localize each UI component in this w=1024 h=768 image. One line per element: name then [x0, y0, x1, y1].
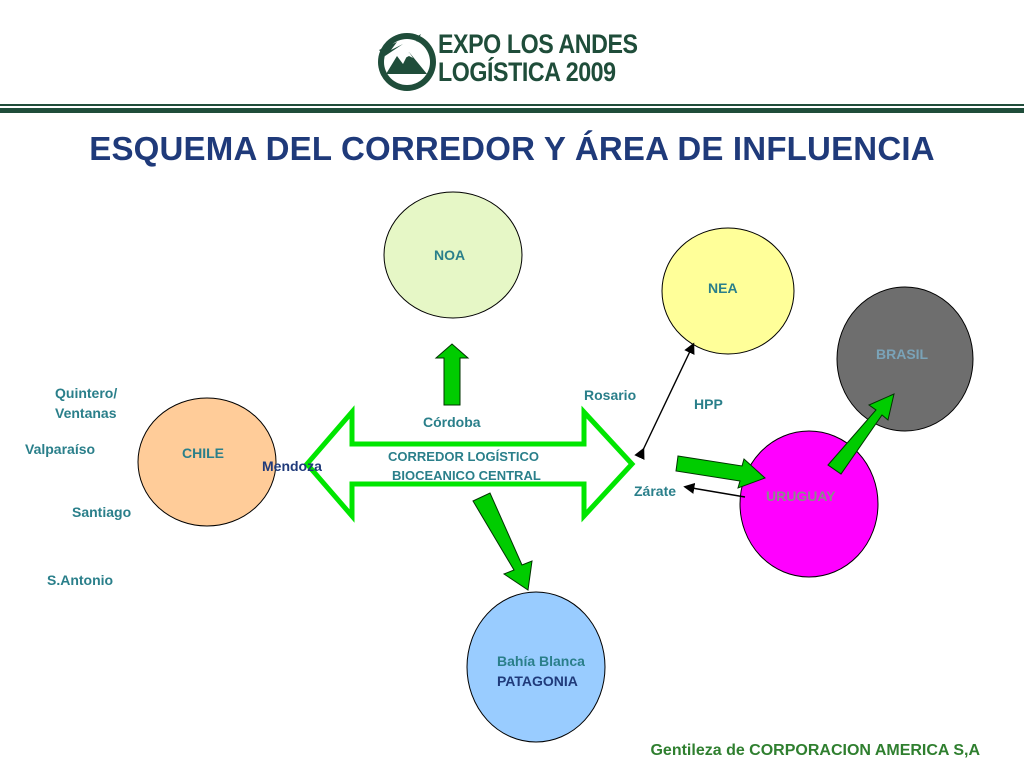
brasil-label: BRASIL: [876, 346, 929, 362]
chile-label: CHILE: [182, 445, 224, 461]
valparaiso-label: Valparaíso: [25, 441, 95, 457]
logo-line-1: EXPO LOS ANDES: [438, 29, 638, 59]
uruguay-circle: [739, 430, 879, 578]
brasil-circle: [836, 286, 974, 432]
chile-circle: [137, 397, 277, 527]
santiago-label: Santiago: [72, 504, 131, 520]
zarate-connector: [683, 482, 746, 498]
corridor-label-line2: BIOCEANICO CENTRAL: [392, 468, 541, 483]
nea-label: NEA: [708, 280, 738, 296]
s-antonio-label: S.Antonio: [47, 572, 113, 588]
rosario-label: Rosario: [584, 387, 636, 403]
noa-label: NOA: [434, 247, 465, 263]
cordoba-label: Córdoba: [423, 414, 481, 430]
logo-line-2: LOGÍSTICA 2009: [438, 57, 616, 87]
arrow-to-patagonia: [472, 492, 533, 591]
mendoza-label: Mendoza: [262, 458, 322, 474]
nea-circle: [661, 227, 795, 355]
hpp-connector: [634, 342, 695, 460]
zarate-label: Zárate: [634, 483, 676, 499]
patagonia-label: PATAGONIA: [497, 673, 578, 689]
header-rule-thin: [0, 104, 1024, 106]
logo: [375, 30, 635, 94]
arrow-to-uruguay: [675, 455, 766, 489]
ventanas-label: Ventanas: [55, 405, 117, 421]
noa-circle: [383, 191, 523, 319]
footer-credit: Gentileza de CORPORACION AMERICA S,A: [650, 742, 980, 759]
corridor-double-arrow: [303, 405, 636, 523]
bahia-blanca-label: Bahía Blanca: [497, 653, 585, 669]
corridor-label-line1: CORREDOR LOGÍSTICO: [388, 449, 539, 464]
uruguay-label: URUGUAY: [766, 488, 836, 504]
header-rule-thick: [0, 108, 1024, 113]
page-title: ESQUEMA DEL CORREDOR Y ÁREA DE INFLUENCI…: [89, 130, 935, 167]
quintero-label: Quintero/: [55, 385, 117, 401]
patagonia-circle: [466, 591, 606, 743]
logo-text: EXPO LOS ANDES LOGÍSTICA 2009: [438, 30, 638, 86]
logo-mountain-icon: [378, 33, 436, 91]
arrow-to-brasil: [827, 393, 895, 475]
arrow-to-noa: [434, 343, 470, 406]
hpp-label: HPP: [694, 396, 723, 412]
